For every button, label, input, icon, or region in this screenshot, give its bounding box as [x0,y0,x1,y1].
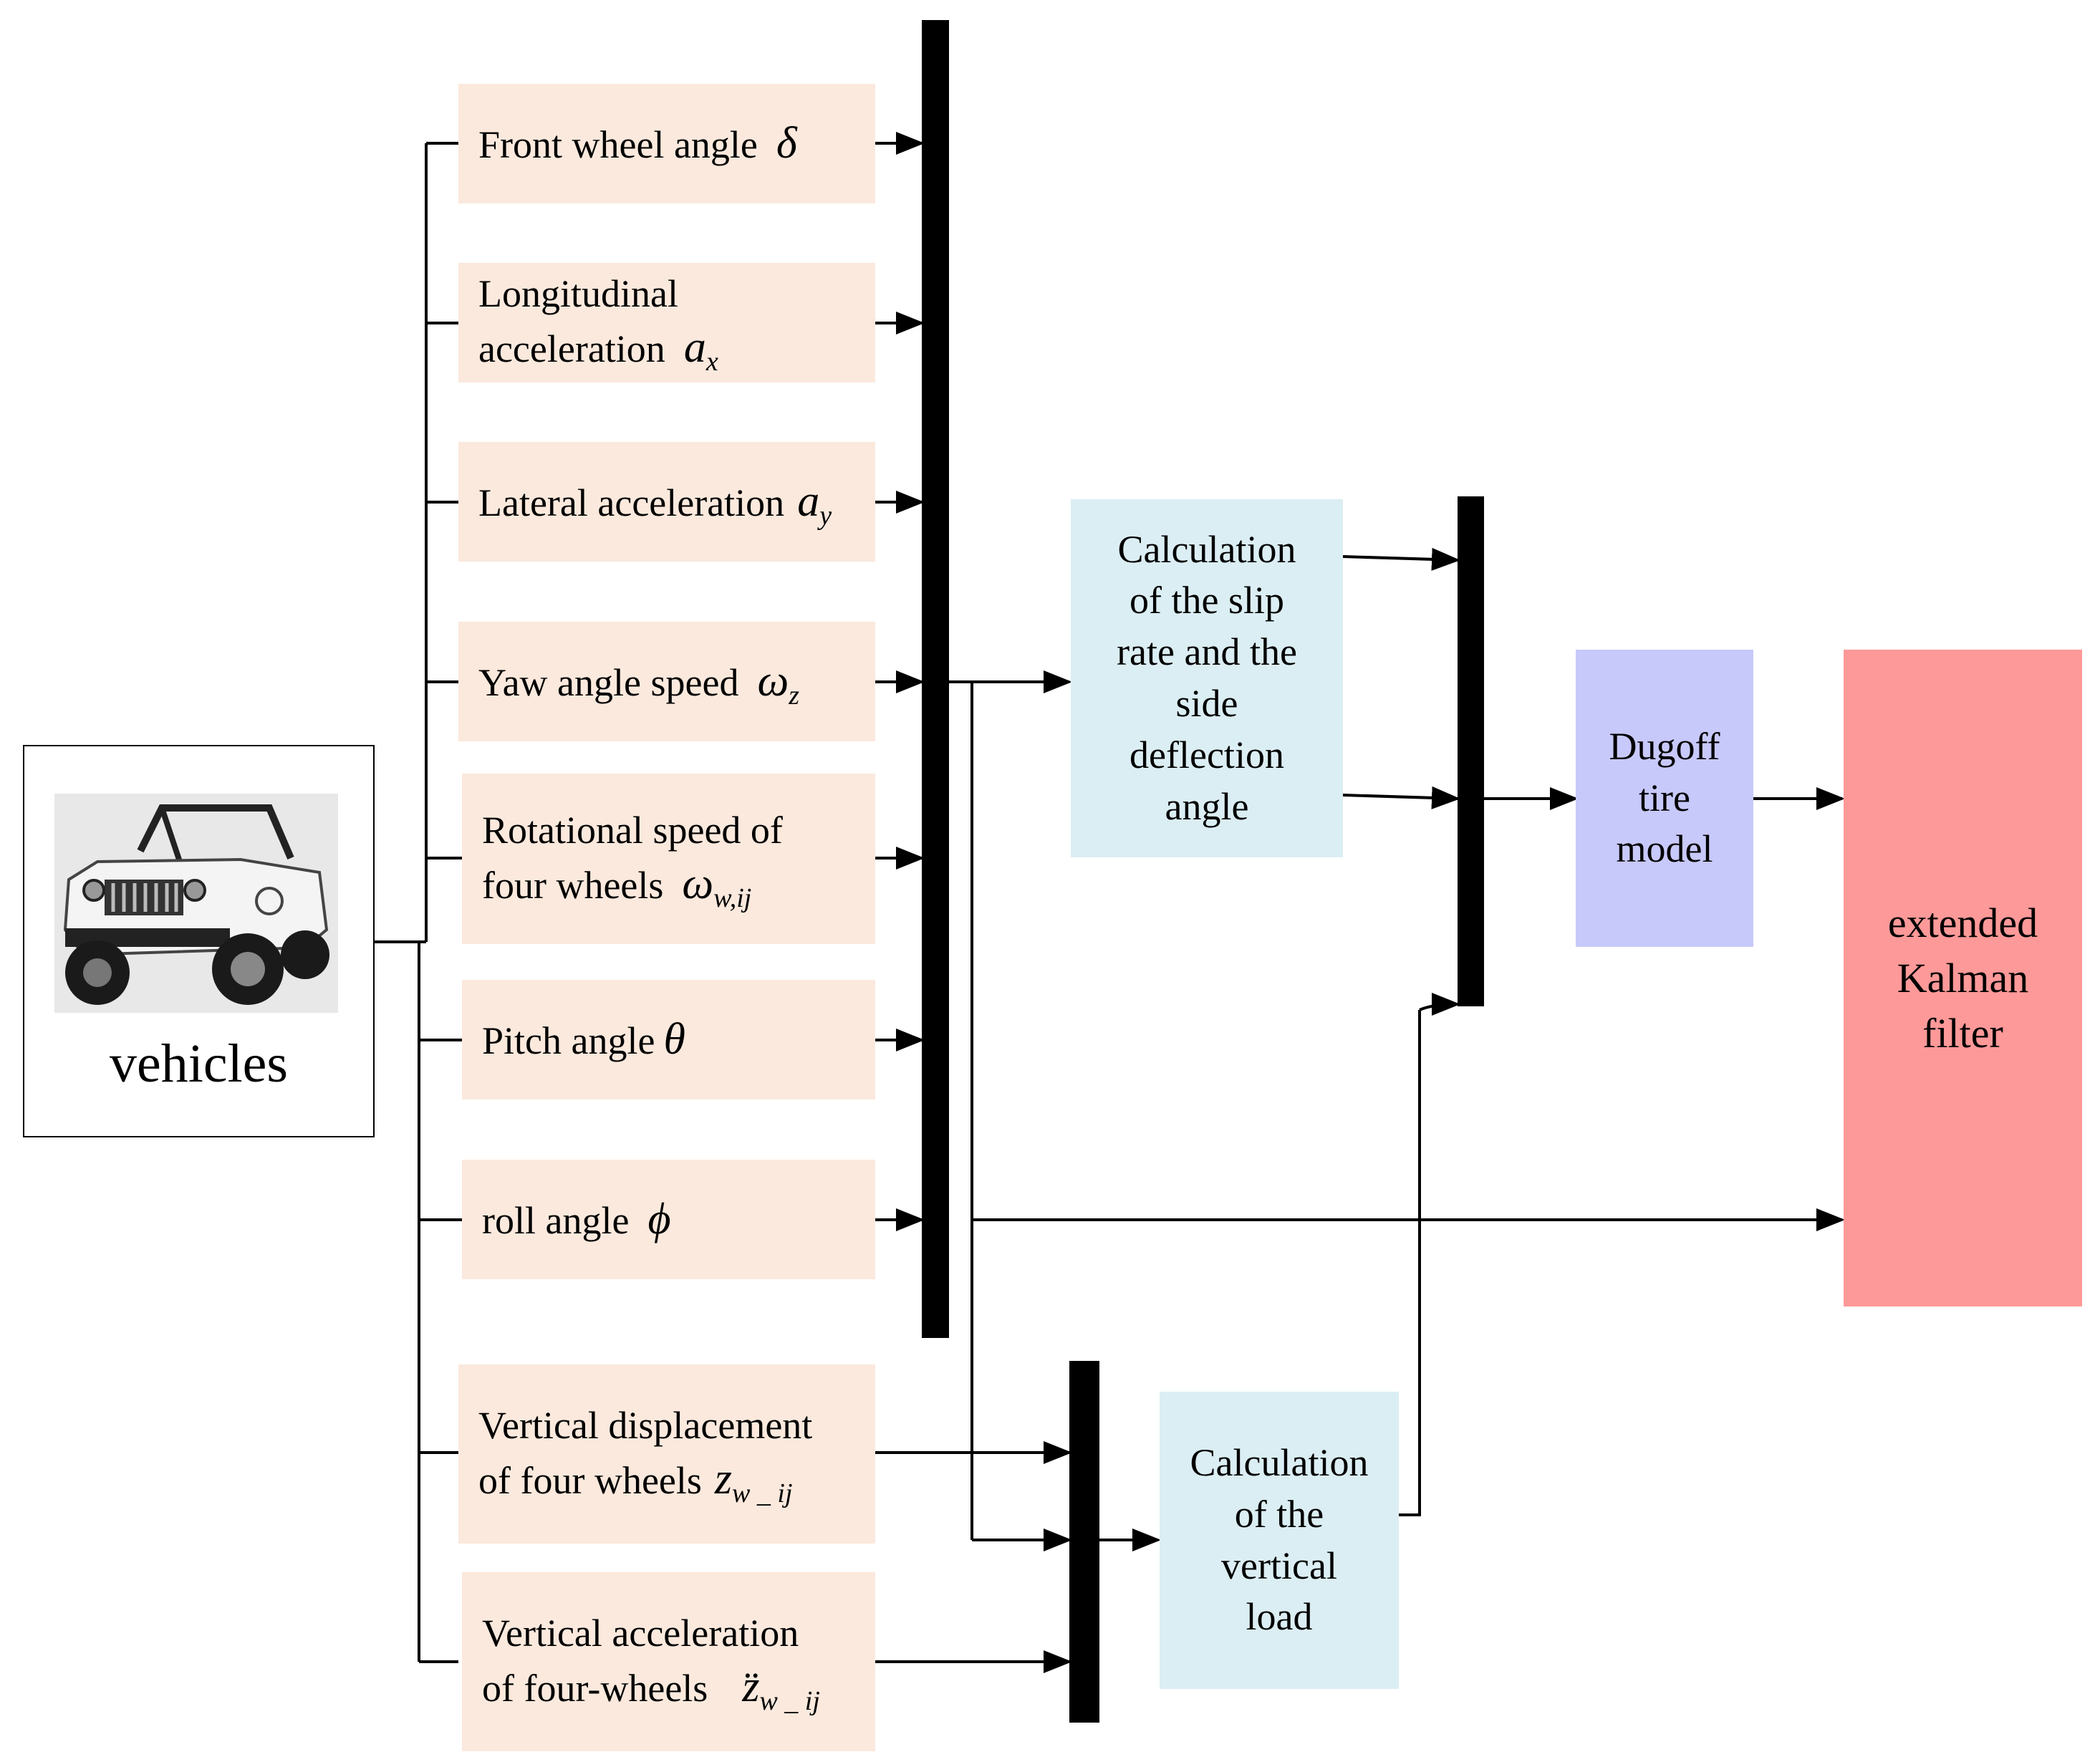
signal-longitudinal-acceleration: Longitudinal acceleration ax [458,263,875,382]
signal-text-line: roll angle [482,1199,630,1243]
extended-kalman-filter-block: extended Kalman filter [1844,650,2082,1306]
dugoff-tire-model-block: Dugoff tire model [1576,650,1753,947]
load-calc-output [1399,1010,1421,1516]
vehicle-caption: vehicles [109,1034,288,1094]
vertical-load-label: Calculation of the vertical load [1190,1440,1369,1639]
signal-text-line: Lateral acceleration [478,481,785,525]
signal-label: Rotational speed of four wheels ωw,ij [482,774,783,944]
dugoff-label: Dugoff tire model [1609,724,1720,871]
signal-text-line: Vertical acceleration [482,1611,799,1655]
signal-symbol: δ [776,119,797,168]
signal-label: Vertical acceleration of four-wheels z̈w… [482,1572,820,1751]
signal-text-line: four wheels [482,863,664,907]
dugoff-input-bus [1458,496,1484,1006]
signal-symbol: ωz [757,657,800,711]
signal-text-line: of four-wheels [482,1666,708,1710]
signal-text-line: Vertical displacement [478,1403,813,1447]
signal-text-line: acceleration [478,327,665,371]
slip-to-dugoff-mux-1 [1342,547,1460,571]
signal-label: Pitch angle θ [482,980,685,1099]
slip-to-dugoff-mux-2 [1342,786,1460,809]
signal-roll-angle: roll angle ϕ [462,1160,875,1279]
signal-symbol: ωw,ij [682,859,752,913]
signal-label: Yaw angle speed ωz [478,622,799,741]
signal-text-line: Yaw angle speed [478,661,739,705]
main-signal-bus [922,20,949,1338]
signal-label: roll angle ϕ [482,1160,671,1279]
signal-text-line: Rotational speed of [482,808,783,852]
jeep-photo [54,794,338,1013]
signal-label: Lateral acceleration ay [478,442,832,562]
signal-text-line: Longitudinal [478,272,678,316]
vertical-load-calculation-block: Calculation of the vertical load [1160,1392,1399,1689]
signal-symbol: z̈w _ ij [742,1662,820,1716]
signal-symbol: ax [683,323,718,377]
signal-yaw-angle-speed: Yaw angle speed ωz [458,622,875,741]
signal-vertical-displacement: Vertical displacement of four wheels zw … [458,1364,875,1544]
signal-front-wheel-angle: Front wheel angle δ [458,84,875,203]
signal-text-line: Front wheel angle [478,123,758,167]
signal-symbol: ϕ [647,1195,671,1244]
signal-label: Front wheel angle δ [478,84,797,203]
signal-lateral-acceleration: Lateral acceleration ay [458,442,875,562]
ekf-label: extended Kalman filter [1887,899,2038,1057]
slip-calculation-block: Calculation of the slip rate and the sid… [1071,499,1343,857]
signal-vertical-acceleration: Vertical acceleration of four-wheels z̈w… [462,1572,875,1751]
load-input-bus [1069,1361,1099,1723]
jeep-icon [54,794,338,1013]
signal-rotational-speed: Rotational speed of four wheels ωw,ij [462,774,875,944]
signal-text-line: Pitch angle [482,1019,655,1063]
signal-pitch-angle: Pitch angle θ [462,980,875,1099]
signal-label: Longitudinal acceleration ax [478,263,718,382]
load-to-dugoff-mux [1419,993,1460,1016]
signal-symbol: θ [663,1015,685,1064]
signal-label: Vertical displacement of four wheels zw … [478,1364,812,1544]
signal-symbol: ay [797,477,832,531]
slip-calculation-label: Calculation of the slip rate and the sid… [1117,527,1297,828]
signal-symbol: zw _ ij [714,1454,793,1508]
vehicle-block: vehicles [23,745,375,1137]
signal-text-line: of four wheels [478,1458,702,1502]
